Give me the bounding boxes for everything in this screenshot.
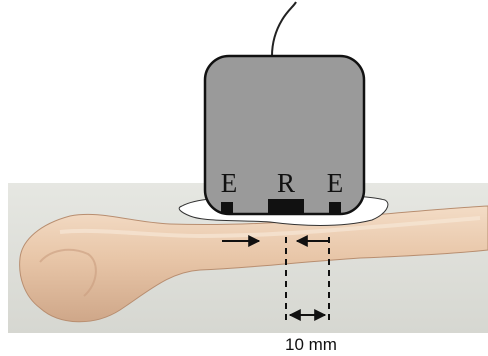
emitter-element-right (329, 202, 341, 213)
receiver-label: R (277, 168, 295, 198)
emitter-element-left (221, 202, 233, 213)
probe-cable (272, 2, 296, 56)
receiver-element (268, 199, 304, 213)
measurement-label: 10 mm (285, 335, 337, 354)
emitter-label-right: E (327, 168, 344, 198)
emitter-label-left: E (221, 168, 238, 198)
